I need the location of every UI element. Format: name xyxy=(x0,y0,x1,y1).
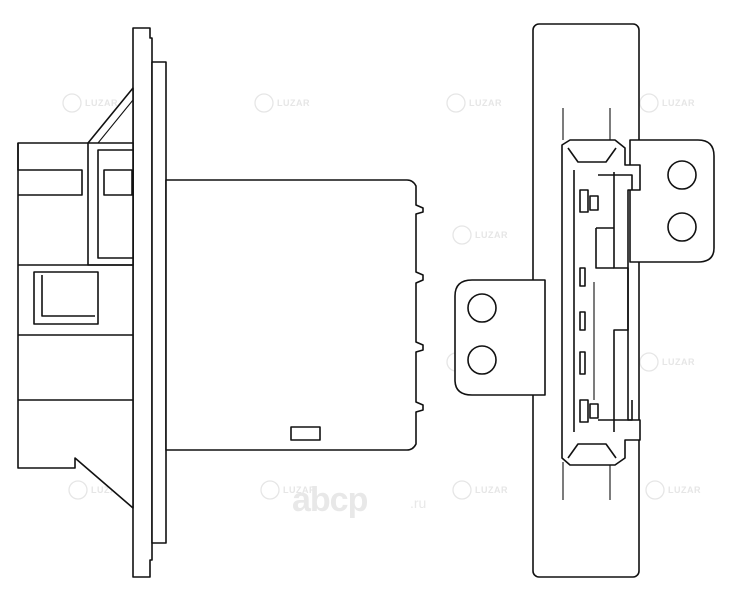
brand-watermark-text: LUZAR xyxy=(475,230,508,240)
brand-logo-icon xyxy=(639,93,659,113)
front-view-terminal-5 xyxy=(579,351,586,375)
brand-logo-icon xyxy=(254,93,274,113)
front-view-left-hole-bottom xyxy=(467,345,497,375)
side-view-connector-upper xyxy=(17,143,83,196)
front-view-left-hole-top xyxy=(467,293,497,323)
abcp-watermark: abcp .ru xyxy=(292,481,426,519)
brand-watermark: LUZAR xyxy=(645,480,701,500)
front-view-terminal-bracket-top xyxy=(598,174,633,190)
brand-watermark: LUZAR xyxy=(254,93,310,113)
brand-watermark: LUZAR xyxy=(639,352,695,372)
brand-watermark-text: LUZAR xyxy=(469,98,502,108)
abcp-watermark-tld: .ru xyxy=(410,495,426,511)
front-view-terminal-4 xyxy=(579,311,586,331)
side-view-drawing xyxy=(17,27,424,578)
side-view-mounting-plate xyxy=(132,27,153,578)
brand-logo-icon xyxy=(68,480,88,500)
brand-watermark-text: LUZAR xyxy=(277,98,310,108)
brand-watermark-text: LUZAR xyxy=(283,485,316,495)
side-view-flange xyxy=(151,61,167,544)
brand-watermark: LUZAR xyxy=(260,480,316,500)
front-view-inner-step xyxy=(595,227,614,269)
front-view-right-hole-top xyxy=(667,160,697,190)
front-view-right-hole-bottom xyxy=(667,212,697,242)
brand-logo-icon xyxy=(62,93,82,113)
brand-logo-icon xyxy=(446,93,466,113)
front-view-terminal-2 xyxy=(589,195,599,211)
brand-watermark: LUZAR xyxy=(639,93,695,113)
brand-logo-icon xyxy=(260,480,280,500)
abcp-watermark-text: abcp xyxy=(292,481,368,519)
side-view-rib xyxy=(97,99,134,144)
front-view-terminal-7 xyxy=(589,403,599,419)
brand-logo-icon xyxy=(639,352,659,372)
brand-watermark-text: LUZAR xyxy=(91,485,124,495)
brand-watermark-text: LUZAR xyxy=(668,485,701,495)
front-view-terminal-bracket-bottom xyxy=(598,400,633,421)
brand-watermark: LUZAR xyxy=(452,480,508,500)
brand-watermark-text: LUZAR xyxy=(662,98,695,108)
brand-logo-icon xyxy=(452,225,472,245)
brand-watermark-text: LUZAR xyxy=(662,357,695,367)
brand-watermark: LUZAR xyxy=(62,93,118,113)
front-view-terminal-3 xyxy=(579,267,586,287)
brand-watermark: LUZAR xyxy=(446,93,502,113)
brand-logo-icon xyxy=(645,480,665,500)
front-view-left-ear xyxy=(454,279,546,396)
brand-watermark: LUZAR xyxy=(68,480,124,500)
front-view-inner-wall-right xyxy=(613,172,629,432)
side-view-window-detail xyxy=(41,275,95,317)
side-view-latch-tab xyxy=(103,169,133,196)
brand-watermark-text: LUZAR xyxy=(85,98,118,108)
front-view-right-ear xyxy=(629,139,715,263)
front-view-bottom-latch xyxy=(567,443,617,459)
front-view-terminal-6 xyxy=(579,399,589,423)
brand-watermark: LUZAR xyxy=(452,225,508,245)
side-view-housing-slot xyxy=(290,426,321,441)
brand-logo-icon xyxy=(452,480,472,500)
side-view-latch-inner xyxy=(97,149,134,259)
front-view-terminal-1 xyxy=(579,189,589,213)
side-view-resistor-housing xyxy=(165,179,424,451)
front-view-top-latch xyxy=(567,147,617,163)
front-view-drawing xyxy=(454,23,715,578)
brand-watermark-text: LUZAR xyxy=(475,485,508,495)
